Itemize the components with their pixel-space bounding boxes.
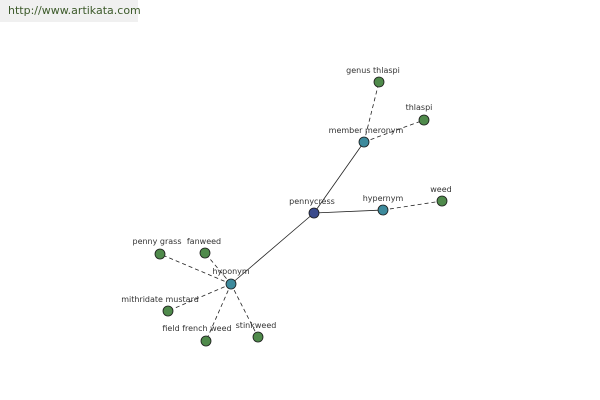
node-label-penny-grass: penny grass [132, 237, 181, 246]
node-label-mithridate-mustard: mithridate mustard [121, 295, 199, 304]
edge-pennycress-hyponym [230, 212, 315, 285]
node-label-stinkweed: stinkweed [236, 321, 277, 330]
edge-hyponym-penny-grass [159, 253, 232, 285]
graph-nodes [154, 76, 448, 347]
node-label-fanweed: fanweed [187, 237, 221, 246]
edge-member-meronym-genus-thlaspi [363, 81, 380, 143]
node-thlaspi[interactable] [418, 114, 430, 126]
node-hyponym[interactable] [225, 278, 237, 290]
node-label-weed: weed [430, 185, 451, 194]
node-member-meronym[interactable] [358, 136, 370, 148]
node-hypernym[interactable] [377, 204, 389, 216]
graph-labels: pennycress member meronym hypernym hyponym g… [121, 66, 452, 333]
node-label-hyponym: hyponym [212, 267, 250, 276]
watermark-url: http://www.artikata.com [0, 0, 141, 22]
edge-member-meronym-thlaspi [363, 119, 425, 143]
node-genus-thlaspi[interactable] [373, 76, 385, 88]
node-label-field-french-weed: field french weed [162, 324, 231, 333]
node-label-hypernym: hypernym [363, 194, 404, 203]
node-mithridate-mustard[interactable] [162, 305, 174, 317]
edge-hyponym-field-french-weed [205, 283, 232, 342]
edge-hyponym-stinkweed [230, 283, 259, 338]
node-weed[interactable] [436, 195, 448, 207]
edge-pennycress-member-meronym [313, 141, 365, 214]
edge-hypernym-weed [382, 200, 443, 211]
node-pennycress[interactable] [308, 207, 320, 219]
node-label-genus-thlaspi: genus thlaspi [346, 66, 400, 75]
edge-hyponym-mithridate-mustard [167, 283, 232, 312]
edge-pennycress-hypernym [313, 209, 384, 214]
node-label-thlaspi: thlaspi [406, 103, 433, 112]
node-label-pennycress: pennycress [289, 197, 335, 206]
node-field-french-weed[interactable] [200, 335, 212, 347]
graph-edges [159, 81, 443, 342]
node-stinkweed[interactable] [252, 331, 264, 343]
node-penny-grass[interactable] [154, 248, 166, 260]
node-label-member-meronym: member meronym [329, 126, 404, 135]
node-fanweed[interactable] [199, 247, 211, 259]
